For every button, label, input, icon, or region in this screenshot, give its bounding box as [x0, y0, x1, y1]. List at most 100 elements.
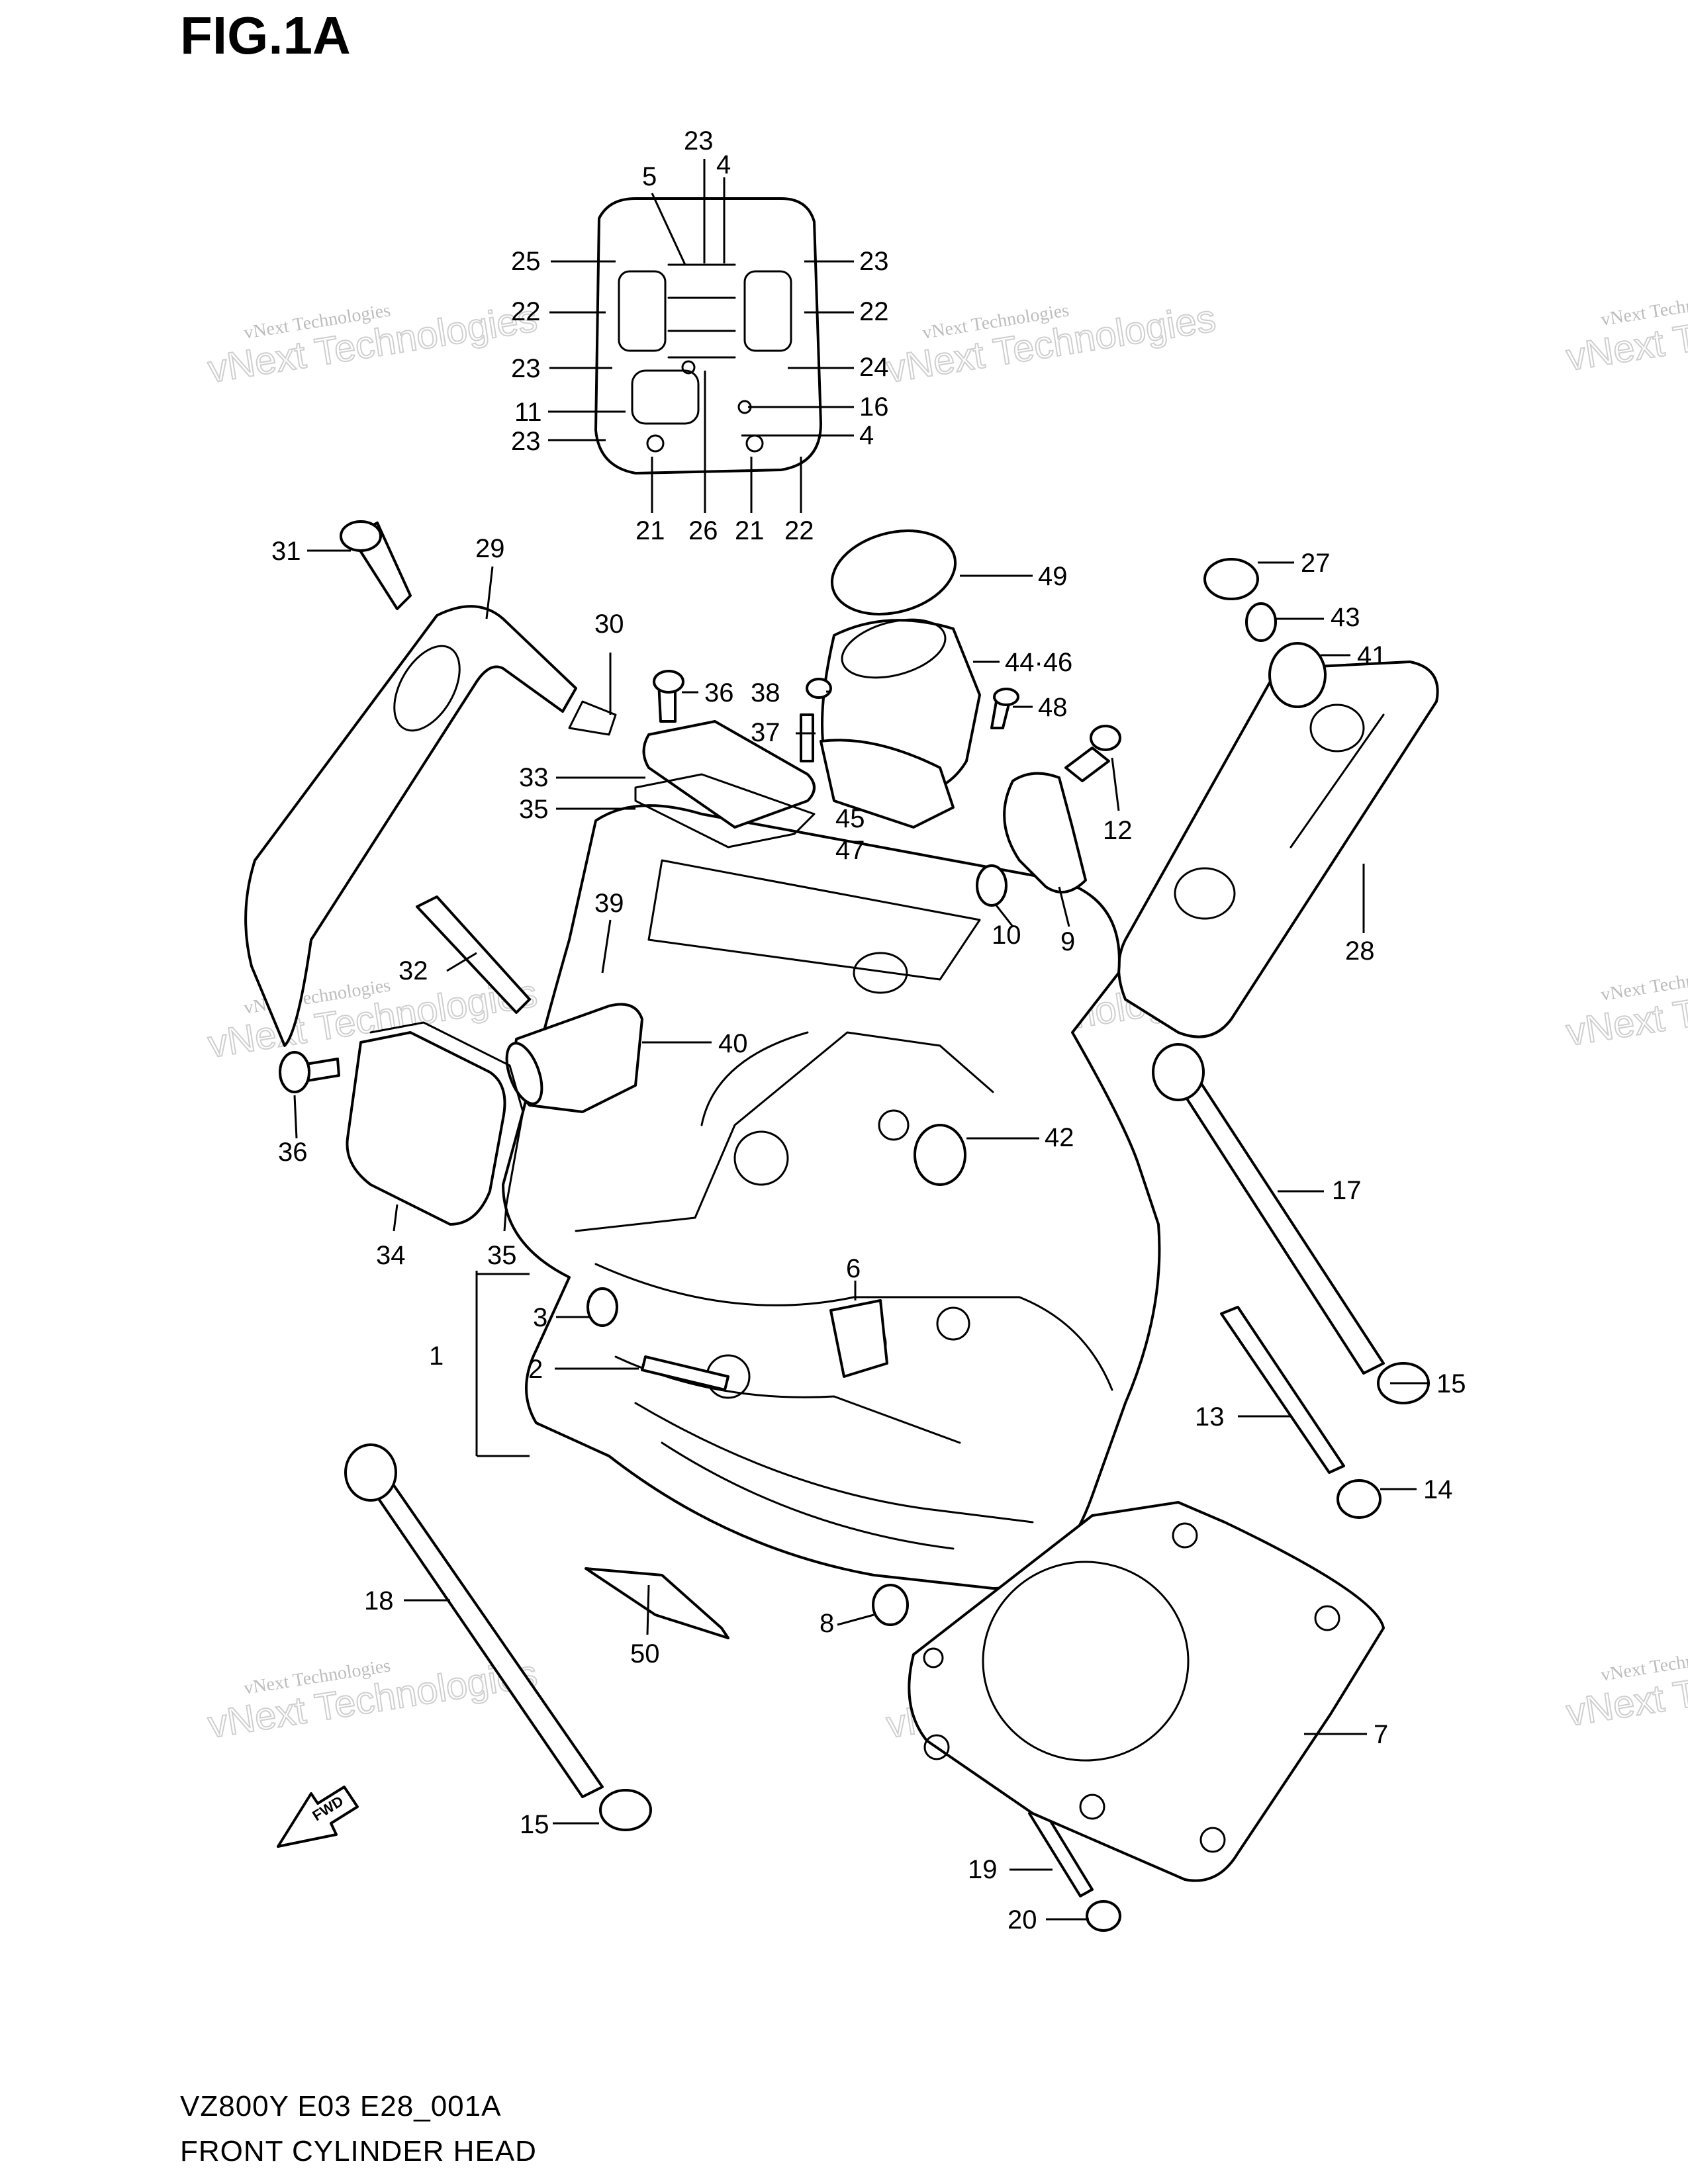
callout-label: 22: [511, 297, 541, 326]
watermark: vNext Technologies vNext Technologies: [1563, 1639, 1688, 1735]
callout-label: 23: [859, 247, 889, 276]
intake-flange: [820, 739, 955, 829]
head-gasket-7: [908, 1501, 1385, 1882]
washer-15-left: [599, 1789, 652, 1831]
callout-label: 42: [1045, 1123, 1074, 1152]
callout-label: 26: [688, 516, 718, 545]
callout-label: 41: [1357, 641, 1387, 670]
section-name: FRONT CYLINDER HEAD: [180, 2135, 537, 2167]
bolt-18: [366, 1475, 604, 1798]
cylinder-head-body: [502, 804, 1161, 1590]
washer-27: [1203, 558, 1259, 600]
watermark: vNext Technologies vNext Technologies: [1563, 959, 1688, 1055]
callout-label: 35: [487, 1241, 517, 1270]
callout-label: 21: [635, 516, 665, 545]
nut-20: [1086, 1900, 1121, 1932]
callout-label: 36: [278, 1138, 308, 1167]
callout-label: 34: [376, 1241, 406, 1270]
dowel-8: [872, 1584, 909, 1626]
callout-label: 32: [399, 956, 428, 985]
callout-label: 22: [859, 297, 889, 326]
callout-label: 8: [820, 1609, 834, 1638]
callout-label: 24: [859, 353, 889, 382]
cover-33: [642, 720, 816, 829]
watermark: vNext Technologies vNext Technologies: [883, 296, 1219, 392]
head-top-view: [594, 197, 822, 475]
callout-label: 47: [835, 836, 865, 865]
bolt-17: [1177, 1077, 1385, 1375]
gasket-35-upper: [634, 773, 816, 848]
callout-label: 19: [968, 1855, 998, 1884]
callout-label: 16: [859, 392, 889, 422]
callout-label: 31: [271, 537, 301, 566]
figure-title: FIG.1A: [180, 6, 351, 65]
callout-labels: 23 4 5 25 23 22 22 23 24 11 16 23 4 21 2…: [271, 126, 1466, 1934]
callout-label: 20: [1008, 1905, 1037, 1934]
leader-lines: [293, 159, 1430, 1921]
callout-label: 36: [704, 678, 734, 707]
cover-34: [346, 1031, 506, 1226]
callout-label: 3: [533, 1303, 547, 1332]
callout-label: 17: [1332, 1176, 1362, 1205]
cap-43: [1245, 602, 1277, 642]
callout-label: 14: [1423, 1475, 1453, 1504]
callout-label: 35: [519, 795, 549, 824]
callout-label: 11: [514, 398, 542, 427]
callout-label: 30: [594, 610, 624, 639]
watermark: vNext Technologies vNext Technologies: [205, 1651, 541, 1747]
cap-nut-14: [1336, 1479, 1382, 1519]
callout-label: 12: [1103, 816, 1133, 845]
side-cover-29: [244, 605, 617, 1047]
callout-label: 21: [735, 516, 765, 545]
callout-label: 45: [835, 804, 865, 833]
model-code: VZ800Y E03 E28_001A: [180, 2090, 502, 2122]
callout-label: 39: [594, 889, 624, 918]
callout-label: 4: [859, 421, 874, 450]
callout-label: 50: [630, 1639, 660, 1668]
fwd-arrow-icon: FWD: [277, 1786, 359, 1848]
gasket-6: [829, 1299, 888, 1378]
right-cover-28: [1117, 660, 1439, 1038]
callout-label: 27: [1301, 549, 1331, 578]
callout-label: 10: [992, 921, 1021, 950]
plug-42: [914, 1124, 966, 1186]
callout-label: 48: [1038, 693, 1068, 722]
callout-label: 28: [1345, 936, 1375, 966]
nut-38: [806, 678, 832, 699]
callout-label: 2: [528, 1355, 543, 1384]
shim-50: [585, 1567, 729, 1639]
dowel-3: [586, 1287, 618, 1327]
callout-label: 6: [846, 1254, 861, 1283]
callout-label: 23: [511, 427, 541, 456]
callout-label: 15: [1436, 1369, 1466, 1398]
stud-2: [641, 1355, 729, 1391]
callout-label: 37: [751, 718, 780, 747]
callout-label: 15: [520, 1810, 549, 1839]
callout-label: 23: [511, 354, 541, 383]
clamp-49: [830, 529, 957, 615]
grommet-41: [1268, 642, 1327, 708]
callout-label: 29: [475, 534, 505, 563]
bolt-12: [1064, 747, 1110, 782]
callout-label: 40: [718, 1029, 748, 1058]
callout-label: 5: [642, 162, 657, 191]
callout-label: 38: [751, 678, 780, 707]
callout-label: 4: [716, 150, 731, 179]
stud-13: [1220, 1306, 1345, 1474]
stud-37: [800, 713, 814, 762]
callout-label: 44·46: [1005, 648, 1072, 677]
callout-label: 13: [1195, 1402, 1225, 1432]
callout-label: 9: [1060, 927, 1075, 956]
bolts: [279, 520, 1385, 1897]
watermark: vNext Technologies vNext Technologies: [1563, 284, 1688, 380]
callout-label: 7: [1374, 1720, 1388, 1749]
callout-label: 49: [1038, 562, 1068, 591]
callout-label: 25: [511, 247, 541, 276]
callout-label: 43: [1331, 603, 1360, 632]
watermark: vNext Technologies vNext Technologies: [205, 296, 541, 392]
callout-label: 22: [784, 516, 814, 545]
callout-label: 33: [519, 763, 549, 792]
callout-label: 18: [364, 1586, 394, 1615]
o-ring-10: [976, 864, 1008, 907]
